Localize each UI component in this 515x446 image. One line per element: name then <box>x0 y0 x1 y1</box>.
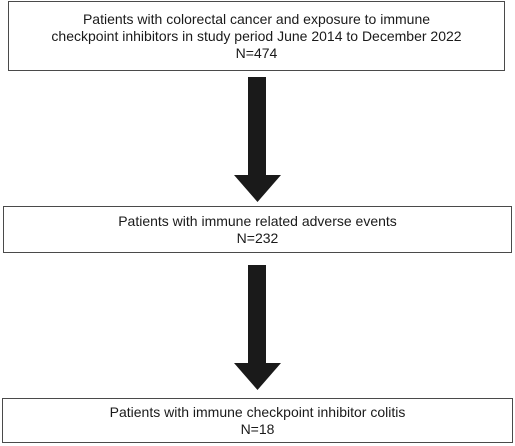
flow-arrow-down-1 <box>234 77 281 202</box>
flow-box-all-patients-count: N=474 <box>235 44 278 61</box>
flow-box-all-patients: Patients with colorectal cancer and expo… <box>8 1 505 71</box>
flow-box-colitis-count: N=18 <box>240 420 275 437</box>
flow-arrow-down-2 <box>234 265 281 390</box>
flow-box-adverse-events-line-1: Patients with immune related adverse eve… <box>118 212 397 229</box>
flow-box-all-patients-line-2: checkpoint inhibitors in study period Ju… <box>51 27 462 44</box>
flow-box-adverse-events-count: N=232 <box>236 229 279 246</box>
flow-box-adverse-events: Patients with immune related adverse eve… <box>3 206 512 253</box>
flow-box-all-patients-line-1: Patients with colorectal cancer and expo… <box>82 10 431 27</box>
flow-box-colitis-line-1: Patients with immune checkpoint inhibito… <box>109 403 406 420</box>
flow-box-colitis: Patients with immune checkpoint inhibito… <box>2 398 513 443</box>
